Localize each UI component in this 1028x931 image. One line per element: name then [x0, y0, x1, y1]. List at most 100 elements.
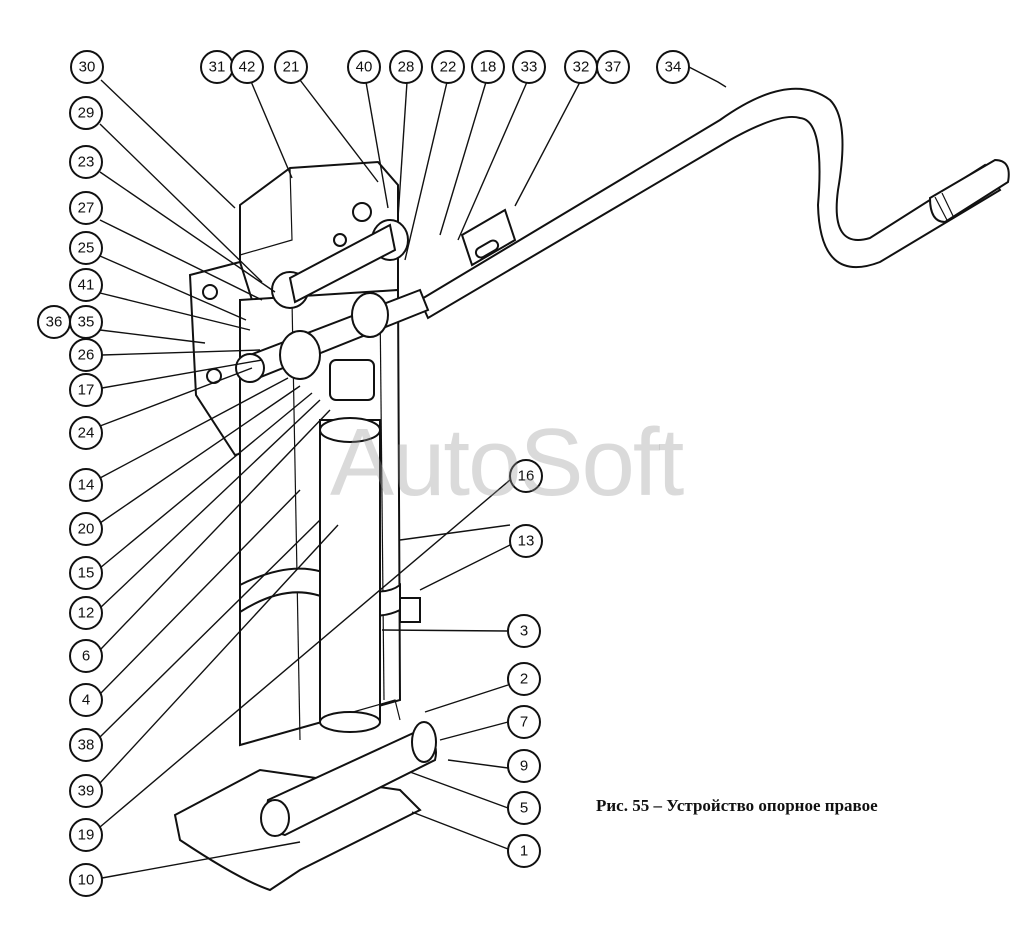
- axle-end: [260, 799, 290, 837]
- nut-body: [329, 359, 375, 401]
- grip-ring: [934, 196, 949, 223]
- callout-5: 5: [507, 791, 541, 825]
- bevel-gear-1: [279, 330, 321, 380]
- callout-23: 23: [69, 145, 103, 179]
- svg-text:41: 41: [78, 277, 95, 294]
- svg-text:33: 33: [521, 59, 538, 76]
- grip-ring-2: [941, 192, 955, 219]
- device-illustration: [173, 87, 1010, 892]
- foot-plate: [173, 768, 422, 892]
- callout-31: 31: [200, 50, 234, 84]
- housing-bolt: [352, 202, 372, 222]
- callout-18: 18: [471, 50, 505, 84]
- callout-27: 27: [69, 191, 103, 225]
- callout-12: 12: [69, 596, 103, 630]
- callout-7: 7: [507, 705, 541, 739]
- callout-20: 20: [69, 512, 103, 546]
- callout-21: 21: [274, 50, 308, 84]
- callout-15: 15: [69, 556, 103, 590]
- svg-text:6: 6: [82, 648, 90, 665]
- svg-text:15: 15: [78, 565, 95, 582]
- upper-shaft: [288, 223, 397, 304]
- callout-4: 4: [69, 683, 103, 717]
- callout-24: 24: [69, 416, 103, 450]
- svg-text:19: 19: [78, 827, 95, 844]
- callout-13: 13: [509, 524, 543, 558]
- svg-text:23: 23: [78, 154, 95, 171]
- svg-text:24: 24: [78, 425, 95, 442]
- svg-text:30: 30: [79, 59, 96, 76]
- svg-text:22: 22: [440, 59, 457, 76]
- handle-grip: [928, 158, 1010, 224]
- svg-text:39: 39: [78, 783, 95, 800]
- callout-32: 32: [564, 50, 598, 84]
- axle-collar: [411, 721, 437, 763]
- callout-16: 16: [509, 459, 543, 493]
- svg-text:26: 26: [78, 347, 95, 364]
- svg-text:37: 37: [605, 59, 622, 76]
- callout-33: 33: [512, 50, 546, 84]
- svg-text:1: 1: [520, 843, 528, 860]
- callout-37: 37: [596, 50, 630, 84]
- svg-text:25: 25: [78, 240, 95, 257]
- svg-text:7: 7: [520, 714, 528, 731]
- column-inner-edge-2: [379, 299, 385, 701]
- svg-text:21: 21: [283, 59, 300, 76]
- callout-42: 42: [230, 50, 264, 84]
- callout-41: 41: [69, 268, 103, 302]
- svg-text:34: 34: [665, 59, 682, 76]
- svg-text:18: 18: [480, 59, 497, 76]
- callout-25: 25: [69, 231, 103, 265]
- callout-22: 22: [431, 50, 465, 84]
- callout-19: 19: [69, 818, 103, 852]
- svg-text:36: 36: [46, 314, 63, 331]
- svg-text:2: 2: [520, 671, 528, 688]
- svg-text:3: 3: [520, 623, 528, 640]
- callout-17: 17: [69, 373, 103, 407]
- svg-text:38: 38: [78, 737, 95, 754]
- callout-34: 34: [656, 50, 690, 84]
- callout-38: 38: [69, 728, 103, 762]
- housing-bolt-2: [333, 233, 347, 247]
- callout-35: 35: [69, 305, 103, 339]
- flange-hole-1: [202, 284, 218, 300]
- svg-text:4: 4: [82, 692, 90, 709]
- callout-1: 1: [507, 834, 541, 868]
- callout-6: 6: [69, 639, 103, 673]
- svg-text:28: 28: [398, 59, 415, 76]
- svg-text:16: 16: [518, 468, 535, 485]
- callout-10: 10: [69, 863, 103, 897]
- svg-text:42: 42: [239, 59, 256, 76]
- clamp-slot: [474, 239, 500, 259]
- callout-28: 28: [389, 50, 423, 84]
- svg-text:31: 31: [209, 59, 226, 76]
- callout-9: 9: [507, 749, 541, 783]
- side-bracket: [399, 597, 421, 623]
- callout-29: 29: [69, 96, 103, 130]
- callout-40: 40: [347, 50, 381, 84]
- callout-30: 30: [70, 50, 104, 84]
- callout-2: 2: [507, 662, 541, 696]
- svg-text:20: 20: [78, 521, 95, 538]
- svg-text:12: 12: [78, 605, 95, 622]
- callout-26: 26: [69, 338, 103, 372]
- callout-36: 36: [37, 305, 71, 339]
- svg-text:9: 9: [520, 758, 528, 775]
- callout-14: 14: [69, 468, 103, 502]
- svg-text:27: 27: [78, 200, 95, 217]
- svg-text:17: 17: [78, 382, 95, 399]
- svg-text:10: 10: [78, 872, 95, 889]
- svg-text:13: 13: [518, 533, 535, 550]
- shaft-end: [235, 353, 265, 383]
- figure-caption: Рис. 55 – Устройство опорное правое: [596, 796, 878, 815]
- gearbox-edge: [239, 167, 293, 256]
- svg-text:35: 35: [78, 314, 95, 331]
- tube-bottom: [319, 711, 381, 733]
- svg-text:40: 40: [356, 59, 373, 76]
- watermark: AutoSoft: [330, 409, 684, 516]
- tube-top: [319, 417, 381, 443]
- crank-handle: [418, 87, 1002, 320]
- bevel-gear-2: [351, 292, 389, 338]
- svg-text:32: 32: [573, 59, 590, 76]
